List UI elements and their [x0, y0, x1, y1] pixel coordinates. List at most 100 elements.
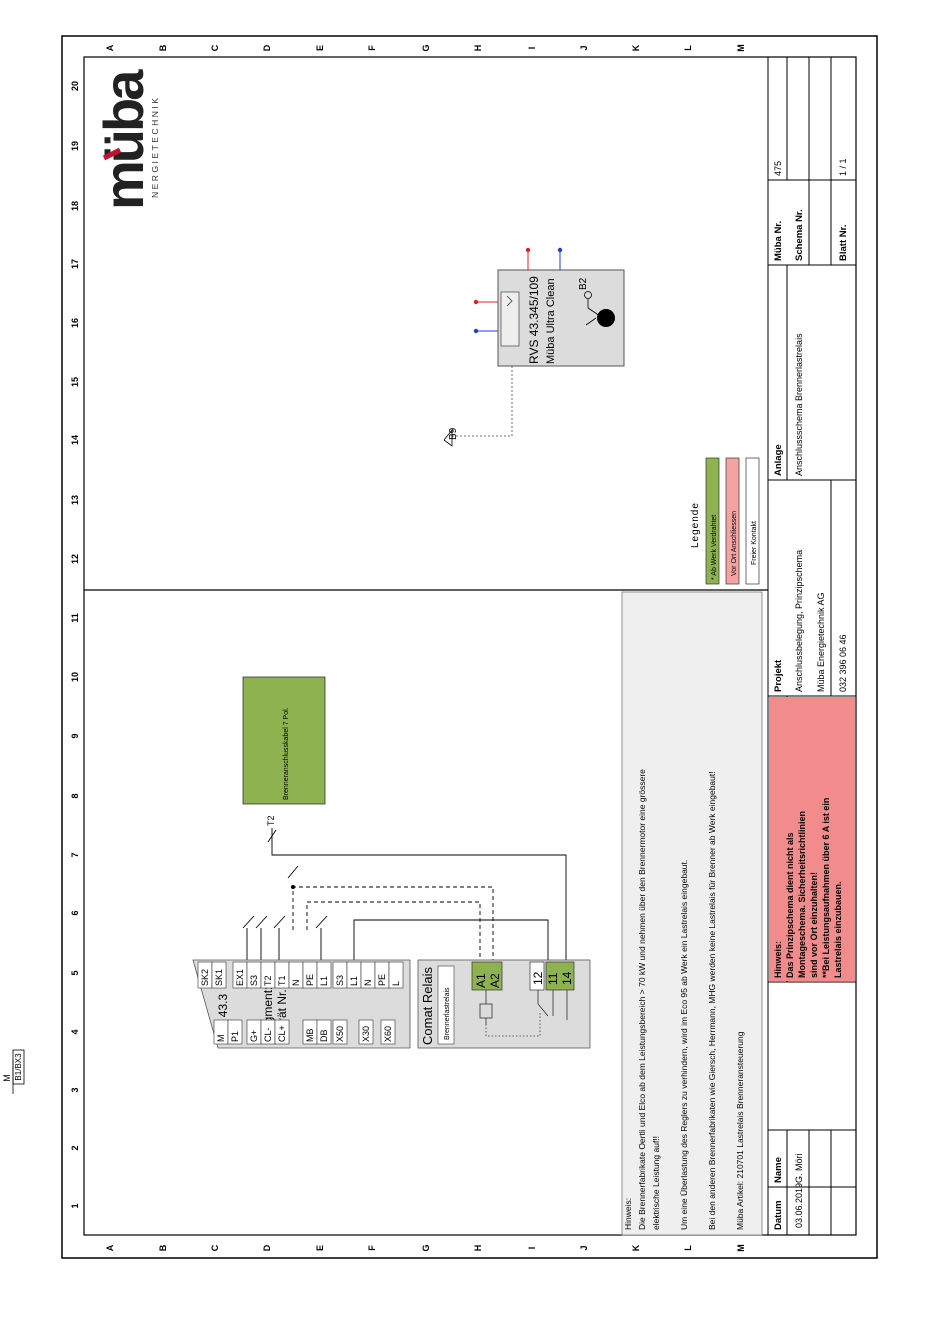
rvs-left-terminal-5: MB — [305, 1029, 315, 1043]
sensor-subtitle: Müba Ultra Clean — [545, 278, 557, 364]
rvs-left-terminal-6: DB — [319, 1029, 329, 1042]
rvs-left-terminal-box-6 — [316, 1019, 332, 1045]
note-line-4: Um eine Überlastung des Reglers zu verhi… — [679, 860, 689, 1230]
hinweis-line-1: Das Prinzipschema dient nicht als — [785, 832, 795, 978]
rvs-right-terminal-8: L1 — [319, 976, 329, 986]
row-label-bottom-I: I — [527, 1247, 537, 1250]
comat-subtitle: Brennerlastrelais — [444, 987, 451, 1040]
column-label-17: 17 — [70, 259, 80, 269]
red-wire-terminal-left — [473, 299, 479, 305]
red-wire-terminal-top — [525, 247, 531, 253]
row-label-top-B: B — [158, 44, 168, 51]
row-label-bottom-F: F — [367, 1245, 377, 1251]
outer-frame — [61, 35, 878, 1259]
note-line-8: Müba Artikel: 210701 Lastrelais Brennera… — [735, 1031, 745, 1230]
coil-a2: A2 — [488, 973, 502, 988]
column-label-19: 19 — [70, 141, 80, 151]
rvs-left-terminal-3: CL- — [263, 1027, 273, 1042]
projekt-line-0: Anschlussbelegung, Prinzipschema — [794, 550, 804, 692]
sensor-b9-label: B9 — [448, 427, 459, 440]
row-label-bottom-M: M — [736, 1244, 746, 1252]
page-ref-top: M — [2, 1074, 12, 1082]
schema-nr-label: Schema Nr. — [794, 209, 805, 261]
column-label-8: 8 — [70, 793, 80, 798]
legend-swatch-green — [705, 457, 720, 585]
cable-tag: T2 — [266, 815, 276, 826]
hinweis-line-0: Hinweis: — [773, 941, 783, 978]
contact-14-label: 14 — [560, 971, 574, 985]
note-line-0: Hinweis: — [623, 1198, 633, 1230]
note-line-1: Die Brennerfabrikate Oertli und Elco ab … — [637, 769, 647, 1230]
column-label-13: 13 — [70, 495, 80, 505]
contact-12 — [529, 961, 545, 991]
column-label-15: 15 — [70, 377, 80, 387]
row-label-top-D: D — [262, 44, 272, 51]
rvs-left-terminal-1: P1 — [230, 1031, 240, 1042]
row-label-top-G: G — [421, 44, 431, 51]
column-label-5: 5 — [70, 970, 80, 975]
mueba-logo: müba NERGIETECHNIK — [92, 69, 160, 210]
legend-swatch-red — [725, 457, 740, 585]
projekt-label: Projekt — [773, 659, 784, 692]
column-label-1: 1 — [70, 1203, 80, 1208]
sensor-module: RVS 43.345/109 Müba Ultra Clean B2 B9 — [443, 247, 625, 447]
rvs-left-terminal-box-1 — [227, 1019, 243, 1045]
row-label-bottom-D: D — [262, 1244, 272, 1251]
legend-item-1: Vor Ort Anschliessen — [731, 511, 738, 576]
legend: Legende * Ab Werk Verdrahtet Vor Ort Ans… — [690, 457, 760, 585]
row-label-top-H: H — [473, 45, 483, 52]
logo-subtitle: NERGIETECHNIK — [150, 96, 160, 198]
note-line-2: elektrische Leistung auf!! — [651, 1136, 661, 1230]
rvs-right-terminal-box-1 — [211, 961, 227, 989]
contact-11-14 — [545, 961, 575, 991]
cable-box-label: Brenneranschlusskabel 7 Pol. — [283, 707, 290, 800]
row-label-top-A: A — [105, 44, 115, 51]
row-label-bottom-C: C — [210, 1244, 220, 1251]
rvs-left-terminal-4: CL+ — [277, 1025, 287, 1042]
hinweis-line-2: Montageschema. Sicherheitsrichtlinien — [797, 811, 807, 978]
comat-relay: Comat Relais Brennerlastrelais A1 A2 12 … — [417, 959, 591, 1049]
rvs-right-terminal-4: T2 — [263, 975, 273, 986]
name-label: Name — [773, 1157, 784, 1183]
row-label-bottom-G: G — [421, 1244, 431, 1251]
rvs-right-terminal-box-8 — [316, 961, 332, 989]
blue-wire-terminal-top — [557, 247, 563, 253]
column-label-9: 9 — [70, 733, 80, 738]
logo-word: müba — [92, 69, 155, 210]
row-label-bottom-B: B — [158, 1244, 168, 1251]
rvs-left-terminal-7: X50 — [335, 1026, 345, 1042]
rvs-right-terminal-1: SK1 — [214, 969, 224, 986]
column-label-4: 4 — [70, 1029, 80, 1034]
wiring — [242, 828, 567, 960]
hinweis-line-5: Lastrelais einzubauen. — [833, 881, 843, 978]
rvs-controller: RVS 43.3 Segment: 0 Gerät Nr.: 0 SK2SK1E… — [192, 959, 411, 1049]
hinweis-line-4: **Bei Leistungsaufnahmen über 6 A ist ei… — [821, 798, 831, 978]
sensor-b9-icon — [443, 428, 453, 447]
legend-swatch-white — [745, 457, 760, 585]
datum-value: 03.06.2019 — [794, 1183, 804, 1228]
comat-title: Comat Relais — [420, 966, 435, 1045]
column-label-6: 6 — [70, 910, 80, 915]
rvs-right-terminal-9: S3 — [335, 975, 345, 986]
rvs-right-terminal-10: L1 — [349, 976, 359, 986]
anlage-value: Anschlussschema Brennerlastrelais — [794, 333, 804, 476]
row-label-top-K: K — [631, 44, 641, 51]
rvs-left-terminal-0: M — [216, 1035, 226, 1043]
mueba-nr-label: Müba Nr. — [773, 221, 784, 261]
column-label-18: 18 — [70, 201, 80, 211]
rvs-right-terminal-12: PE — [377, 974, 387, 986]
contact-11-label: 11 — [546, 972, 560, 985]
note-line-6: Bei den anderen Brennerfabrikaten wie Gi… — [707, 771, 717, 1230]
column-label-7: 7 — [70, 852, 80, 857]
rvs-left-terminal-2: G+ — [249, 1030, 259, 1042]
row-label-top-I: I — [527, 47, 537, 50]
projekt-line-2: 032 396 06 46 — [838, 634, 848, 692]
rvs-right-terminal-3: S3 — [249, 975, 259, 986]
row-label-bottom-L: L — [683, 1245, 693, 1251]
column-label-12: 12 — [70, 554, 80, 564]
column-label-11: 11 — [70, 613, 80, 623]
